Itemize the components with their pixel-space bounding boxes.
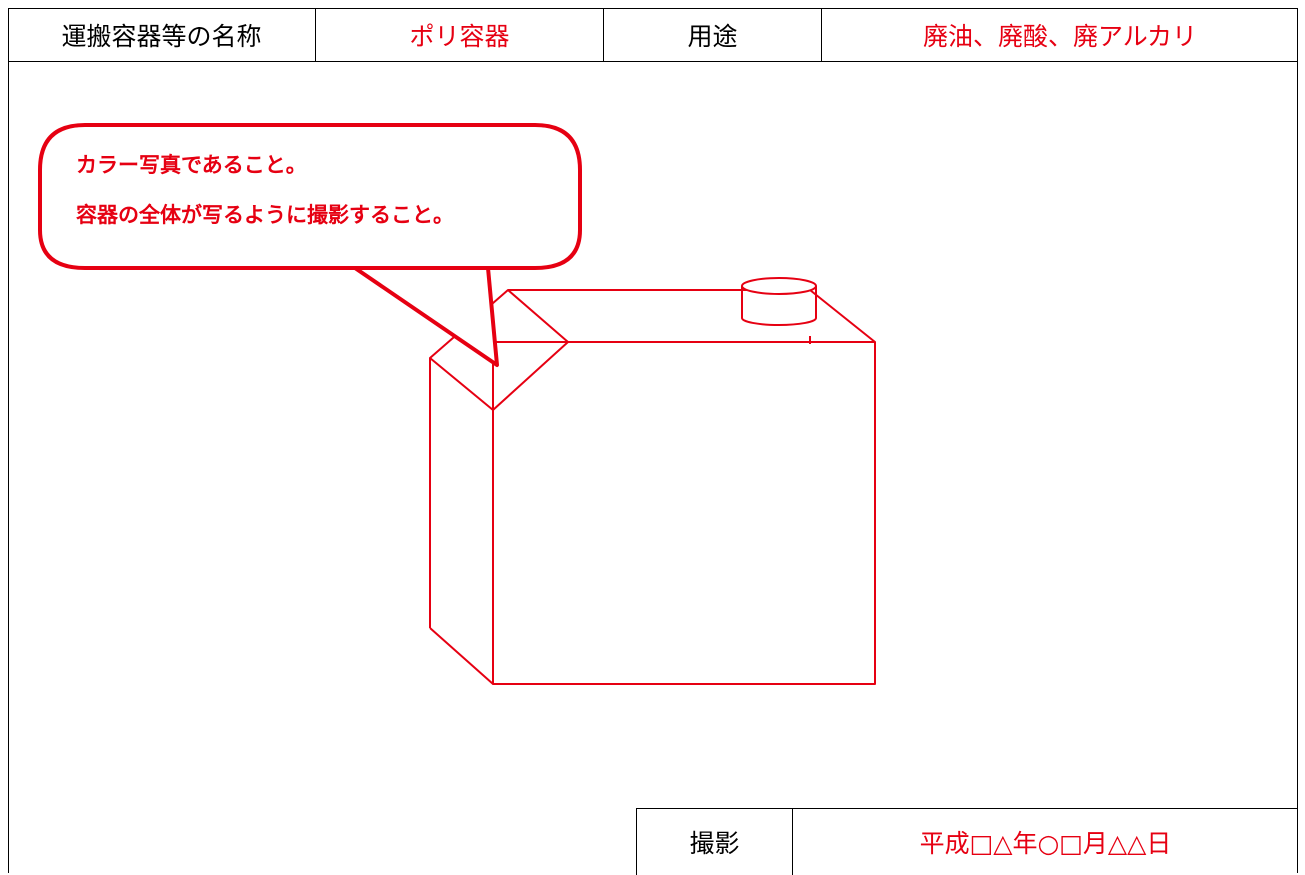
poly-container-drawing — [429, 277, 876, 685]
callout-text: カラー写真であること。 容器の全体が写るように撮影すること。 — [76, 140, 454, 240]
usage-value: 廃油、廃酸、廃アルカリ — [922, 21, 1197, 51]
shooting-date-table: 撮影 平成□△年○□月△△日 — [636, 808, 1298, 875]
usage-label: 用途 — [604, 8, 822, 61]
container-cap — [741, 277, 817, 326]
shooting-label: 撮影 — [637, 809, 793, 875]
callout-line-1: カラー写真であること。 — [76, 152, 307, 177]
container-name-value: ポリ容器 — [316, 8, 604, 61]
header-table: 運搬容器等の名称 ポリ容器 用途 廃油、廃酸、廃アルカリ — [8, 8, 1298, 62]
callout-line-2: 容器の全体が写るように撮影すること。 — [76, 202, 454, 227]
container-side-face — [429, 357, 494, 628]
document-frame — [8, 8, 1298, 873]
shooting-date-value: 平成□△年○□月△△日 — [919, 829, 1172, 858]
container-name-label: 運搬容器等の名称 — [8, 8, 316, 61]
callout-bubble — [38, 123, 582, 367]
container-front-face — [492, 341, 876, 685]
